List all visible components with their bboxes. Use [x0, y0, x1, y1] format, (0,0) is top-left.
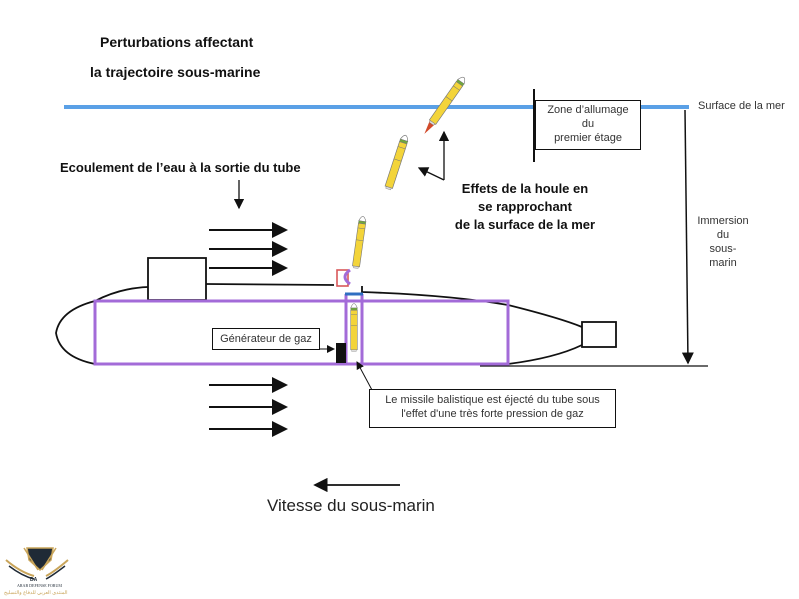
logo-initials: DA — [30, 577, 38, 583]
ejection-pointer — [356, 361, 373, 391]
title-line-2: la trajectoire sous-marine — [90, 64, 261, 80]
swell-label: Effets de la houle en se rapprochant de … — [445, 180, 605, 234]
missile-in-tube — [350, 303, 358, 352]
gas-generator — [336, 343, 346, 363]
ejection-line-1: Le missile balistique est éjecté du tube… — [385, 394, 600, 406]
submarine-propeller-housing — [581, 321, 617, 348]
ignition-zone-box: Zone d’allumage du premier étage — [535, 100, 641, 150]
hatch-door — [343, 268, 351, 286]
immersion-line-4: marin — [709, 257, 737, 269]
sea-surface-label: Surface de la mer — [698, 100, 785, 112]
immersion-arrow — [681, 109, 694, 365]
swell-label-line-3: de la surface de la mer — [454, 217, 596, 232]
submarine-hull — [55, 257, 617, 365]
swell-label-line-2: se rapprochant — [478, 199, 572, 214]
gas-generator-label: Générateur de gaz — [212, 328, 320, 350]
hatch-frame — [336, 269, 349, 287]
title-line-1: Perturbations affectant — [100, 34, 254, 50]
ejection-callout: Le missile balistique est éjecté du tube… — [369, 389, 616, 428]
swell-arrow-left — [417, 167, 445, 181]
missile-rising — [384, 133, 410, 191]
missile-surfacing — [424, 74, 468, 134]
submarine-sail — [147, 257, 207, 301]
ignition-line-1: Zone d’allumage — [547, 104, 629, 116]
logo-name: ARAB DEFENSE FORUM — [17, 583, 62, 588]
flow-arrows-bottom — [209, 377, 288, 437]
immersion-line-1: Immersion — [697, 215, 749, 227]
speed-label: Vitesse du sous-marin — [267, 496, 435, 515]
pressure-hull — [93, 299, 510, 366]
ignition-line-2: du — [581, 118, 595, 130]
logo-emblem — [5, 547, 69, 580]
logo-arabic: المنتدى العربي للدفاع والتسليح — [4, 590, 68, 596]
ejection-line-2: l'effet d'une très forte pression de gaz — [401, 408, 584, 420]
ignition-line-3: premier étage — [554, 132, 622, 144]
flow-arrows-top — [209, 222, 288, 276]
immersion-line-3: sous- — [709, 243, 737, 255]
immersion-line-2: du — [716, 229, 730, 241]
water-flow-label: Ecoulement de l’eau à la sortie du tube — [60, 160, 301, 175]
immersion-label: Immersion du sous- marin — [693, 214, 753, 270]
missile-exiting — [351, 215, 367, 269]
swell-label-line-1: Effets de la houle en — [461, 181, 589, 196]
